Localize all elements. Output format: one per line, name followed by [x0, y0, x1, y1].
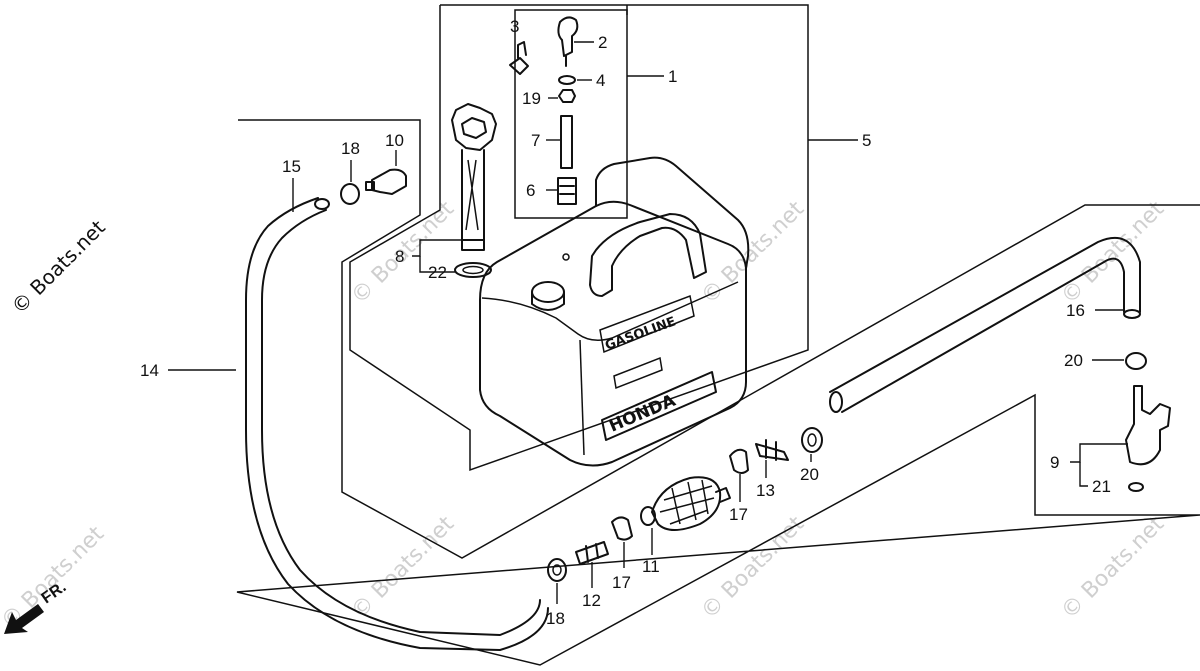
- tank-label-gasoline: GASOLINE: [603, 314, 678, 353]
- hose-16: [829, 237, 1141, 413]
- leader-22: [419, 256, 455, 273]
- callout-3: 3: [510, 17, 519, 36]
- part-17-sleeve-right: [729, 448, 749, 474]
- callout-8: 8: [395, 247, 404, 266]
- watermark: © Boats.net: [0, 521, 109, 634]
- hose-16-end: [1123, 309, 1141, 319]
- callout-12: 12: [582, 591, 601, 610]
- leader-9: [1070, 443, 1128, 463]
- assembly-outlines: [236, 4, 1200, 666]
- callout-7: 7: [531, 131, 540, 150]
- callout-2: 2: [598, 33, 607, 52]
- leader-lines: [168, 41, 1128, 604]
- part-10-connector: [365, 168, 407, 195]
- callout-19: 19: [522, 89, 541, 108]
- callouts: 1 2 3 4 5 6 7 8 9 10 11 12 13 14 15 16 1…: [140, 17, 1111, 628]
- watermark-side: © Boats.net: [7, 215, 110, 318]
- tank-rect-mark: [613, 356, 663, 390]
- callout-4: 4: [596, 71, 605, 90]
- part-18-grommet-lower: [547, 558, 567, 582]
- tank-handle-grip: [589, 213, 707, 297]
- upper-fittings: [340, 168, 407, 205]
- part-11-primer-bulb: [651, 476, 722, 531]
- callout-9: 9: [1050, 453, 1059, 472]
- part-9-body: [1125, 385, 1171, 466]
- callout-18-upper: 18: [341, 139, 360, 158]
- callout-16: 16: [1066, 301, 1085, 320]
- cap-group-parts: [509, 16, 579, 205]
- part-21-washer: [1128, 482, 1144, 492]
- watermarks: © Boats.net © Boats.net © Boats.net © Bo…: [0, 196, 1169, 634]
- fuel-gauge: [451, 103, 497, 251]
- callout-6: 6: [526, 181, 535, 200]
- callout-20-lower: 20: [800, 465, 819, 484]
- callout-18-lower: 18: [546, 609, 565, 628]
- part-7-tube: [560, 115, 573, 169]
- hose-15-inner: [245, 197, 549, 651]
- tank-label-panel: [599, 294, 695, 354]
- callout-1: 1: [668, 67, 677, 86]
- watermark: © Boats.net: [347, 511, 460, 624]
- tank-handle: [595, 156, 750, 269]
- part-11-bulb-end: [640, 506, 656, 526]
- callout-13: 13: [756, 481, 775, 500]
- watermark: © Boats.net: [1057, 196, 1170, 309]
- watermark: © Boats.net: [1057, 511, 1170, 624]
- gauge-head: [451, 103, 497, 151]
- front-arrow-icon: [4, 604, 44, 634]
- part-6-filter: [557, 177, 577, 205]
- leader-21: [1079, 462, 1088, 487]
- hose-assembly-boundary: [236, 119, 1200, 666]
- part-19-nut: [558, 89, 576, 103]
- gauge-stem: [461, 149, 485, 241]
- callout-17-right: 17: [729, 505, 748, 524]
- part-11-bulb-ribs: [659, 479, 715, 525]
- gauge-stem-line: [465, 159, 479, 231]
- callout-21: 21: [1092, 477, 1111, 496]
- part-2-valve: [557, 16, 579, 67]
- cap-group-boundary: [514, 9, 628, 219]
- callout-17-left: 17: [612, 573, 631, 592]
- part-3-nipple: [509, 41, 529, 75]
- callout-10: 10: [385, 131, 404, 150]
- callout-5: 5: [862, 131, 871, 150]
- hose-16-inner: [841, 257, 1125, 413]
- part-18-grommet-lower-hole: [552, 564, 562, 576]
- part-13-fitting: [755, 439, 789, 461]
- callout-11: 11: [642, 557, 660, 576]
- inline-parts: [547, 427, 823, 582]
- part-18-grommet-upper: [340, 183, 360, 205]
- gasket-22-inner: [462, 265, 484, 275]
- part-20-grommet-hole: [807, 433, 817, 447]
- gasket-22: [454, 262, 492, 278]
- hose-16-outer: [829, 237, 1141, 393]
- hose-16-left-end: [829, 391, 843, 413]
- tank-filler-cap: [531, 281, 565, 303]
- hose-15-outer: [261, 209, 541, 636]
- callout-15: 15: [282, 157, 301, 176]
- part-20-grommet: [801, 427, 823, 453]
- part-20-grommet-right: [1125, 352, 1147, 370]
- gauge-head-inner: [461, 117, 487, 139]
- watermark: © Boats.net: [697, 511, 810, 624]
- hose-15-end: [314, 198, 330, 210]
- connector-9: [1125, 352, 1171, 492]
- tank-top-edge: [481, 281, 739, 341]
- callout-22: 22: [428, 263, 447, 282]
- callout-20-right: 20: [1064, 351, 1083, 370]
- hose-15: [245, 197, 549, 651]
- tank-vent: [562, 253, 570, 261]
- part-11-bulb-nozzle: [715, 487, 731, 503]
- gauge-gasket: [454, 262, 492, 278]
- part-12-fitting: [575, 541, 609, 565]
- tank-brand-panel: [601, 371, 717, 441]
- leader-8: [412, 239, 462, 257]
- tank-edge: [579, 339, 585, 456]
- part-4-washer: [558, 75, 576, 85]
- gauge-bottom: [461, 239, 485, 251]
- part-17-sleeve-left: [611, 516, 633, 541]
- callout-14: 14: [140, 361, 159, 380]
- tank-filler-neck: [531, 291, 565, 311]
